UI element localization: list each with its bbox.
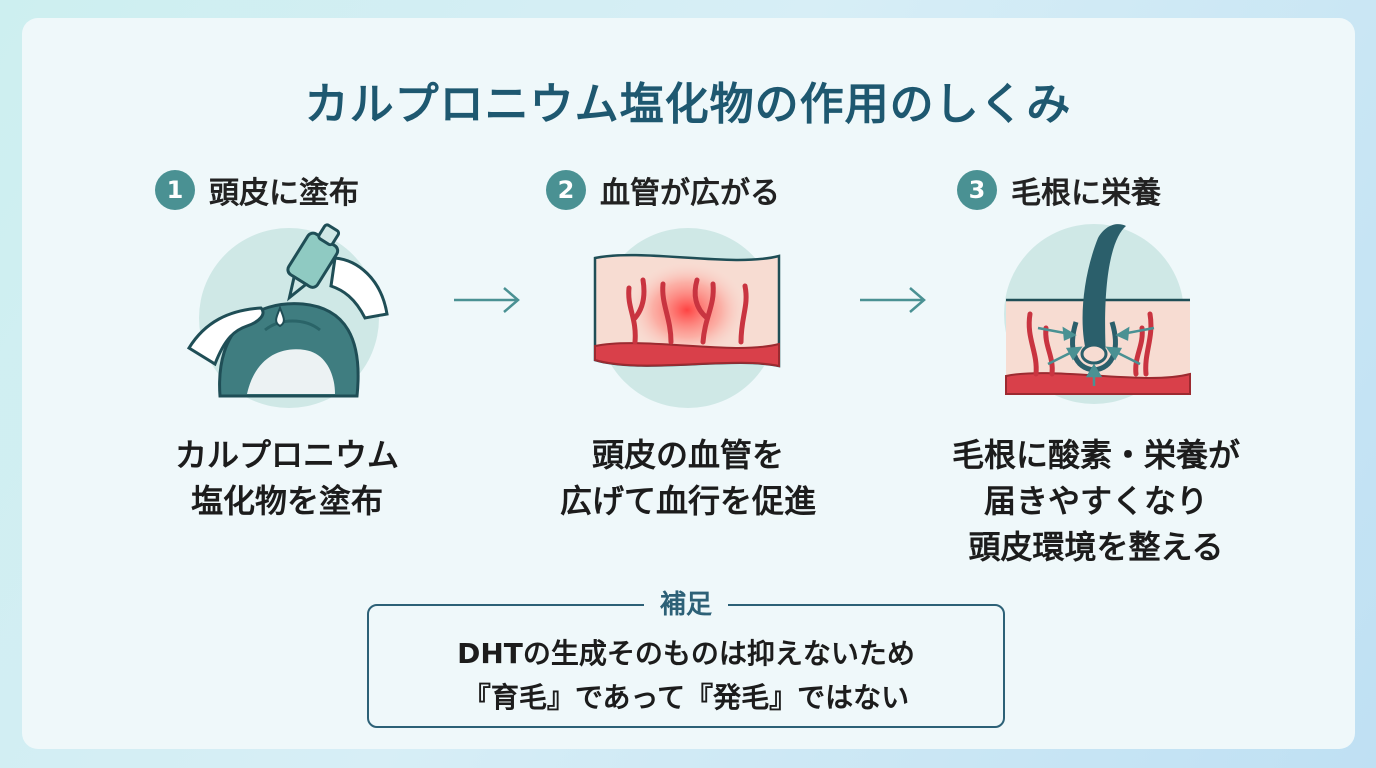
step-3-description: 毛根に酸素・栄養が 届きやすくなり 頭皮環境を整える: [906, 432, 1286, 570]
supplement-note-box: 補足 DHTの生成そのものは抑えないため 『育毛』であって『発毛』ではない: [367, 584, 1005, 728]
step-2-number-badge: 2: [546, 170, 586, 210]
step-2-header: 2 血管が広がる: [546, 168, 780, 212]
step-1-number-badge: 1: [155, 170, 195, 210]
step-1-title: 頭皮に塗布: [209, 176, 359, 211]
page-title: カルプロニウム塩化物の作用のしくみ: [304, 79, 1072, 130]
step-3-desc-line: 届きやすくなり: [983, 482, 1208, 520]
arrow-right-icon: [450, 280, 530, 320]
step-2-desc-line: 頭皮の血管を: [591, 436, 784, 474]
step-1-description: カルプロニウム 塩化物を塗布: [97, 432, 477, 524]
step-3-title: 毛根に栄養: [1011, 176, 1161, 211]
step-1-desc-line: カルプロニウム: [174, 436, 399, 474]
step-3-header: 3 毛根に栄養: [957, 168, 1161, 212]
note-line: DHTの生成そのものは抑えないため: [457, 637, 915, 670]
hair-root-nutrition-illustration: [994, 218, 1204, 418]
vessel-dilation-illustration: [583, 218, 793, 418]
step-2-description: 頭皮の血管を 広げて血行を促進: [498, 432, 878, 524]
step-1-desc-line: 塩化物を塗布: [190, 482, 383, 520]
note-label-text: 補足: [643, 584, 728, 621]
step-2-desc-line: 広げて血行を促進: [559, 482, 816, 520]
step-2-title: 血管が広がる: [600, 176, 780, 211]
arrow-right-icon: [856, 280, 936, 320]
step-3-desc-line: 頭皮環境を整える: [968, 528, 1224, 566]
step-3-number-badge: 3: [957, 170, 997, 210]
step-3-desc-line: 毛根に酸素・栄養が: [951, 436, 1240, 474]
step-1-header: 1 頭皮に塗布: [155, 168, 359, 212]
scalp-application-illustration: [185, 218, 395, 418]
note-line: 『育毛』であって『発毛』ではない: [462, 681, 910, 714]
note-text: DHTの生成そのものは抑えないため 『育毛』であって『発毛』ではない: [369, 632, 1003, 720]
note-label: 補足: [369, 584, 1003, 621]
